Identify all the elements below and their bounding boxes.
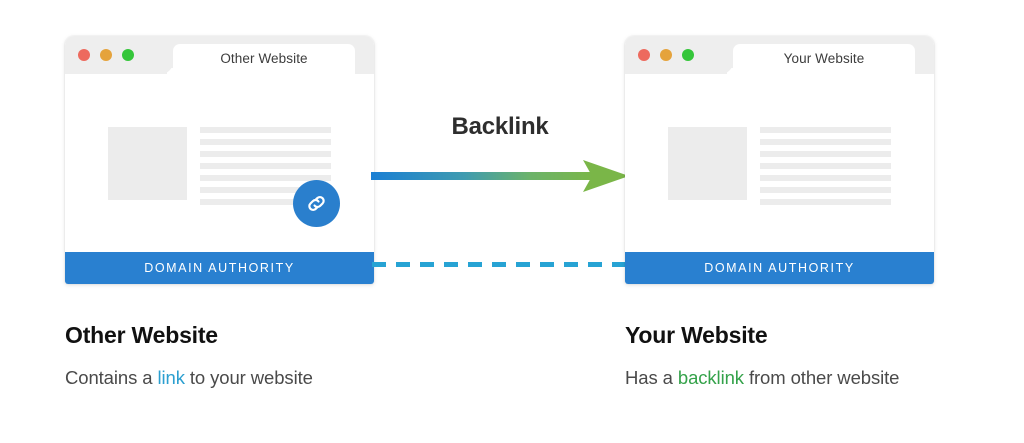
caption-text-after: from other website xyxy=(743,367,900,388)
dashed-line-icon xyxy=(372,262,628,267)
text-placeholder-lines xyxy=(200,127,331,205)
caption-your-website: Your Website Has a backlink from other w… xyxy=(625,322,899,389)
text-line xyxy=(760,187,891,193)
caption-title: Other Website xyxy=(65,322,218,348)
text-line xyxy=(200,127,331,133)
page-content-left xyxy=(65,74,374,252)
caption-title: Your Website xyxy=(625,322,768,348)
tab-curve-right-icon xyxy=(355,61,368,74)
maximize-dot-icon[interactable] xyxy=(682,49,694,61)
backlink-arrow xyxy=(371,158,629,194)
browser-chrome-left: Other Website xyxy=(65,36,374,74)
chain-link-icon xyxy=(308,196,325,211)
tab-curve-left-icon xyxy=(160,61,173,74)
text-line xyxy=(200,199,331,205)
traffic-lights-right xyxy=(638,49,694,61)
link-highlight[interactable]: link xyxy=(157,367,185,388)
page-content-right xyxy=(625,74,934,252)
browser-tab-label: Other Website xyxy=(220,51,308,66)
text-line xyxy=(200,175,331,181)
tab-curve-left-icon xyxy=(720,61,733,74)
caption-text-before: Contains a xyxy=(65,367,158,388)
dashed-divider xyxy=(372,262,628,267)
close-dot-icon[interactable] xyxy=(78,49,90,61)
text-line xyxy=(760,151,891,157)
chain-link-badge[interactable] xyxy=(293,180,340,227)
text-line xyxy=(760,175,891,181)
close-dot-icon[interactable] xyxy=(638,49,650,61)
domain-authority-label: DOMAIN AUTHORITY xyxy=(144,261,295,275)
browser-window-your-website: Your Website DOMAIN AUTHORITY xyxy=(625,36,934,284)
tab-curve-right-icon xyxy=(915,61,928,74)
browser-tab-your-website[interactable]: Your Website xyxy=(720,44,928,74)
text-line xyxy=(760,127,891,133)
image-placeholder xyxy=(668,127,747,200)
browser-chrome-right: Your Website xyxy=(625,36,934,74)
browser-tab-label: Your Website xyxy=(783,51,865,66)
backlink-highlight[interactable]: backlink xyxy=(677,367,744,388)
caption-other-website: Other Website Contains a link to your we… xyxy=(65,322,313,389)
browser-window-other-website: Other Website xyxy=(65,36,374,284)
image-placeholder xyxy=(108,127,187,200)
backlink-label: Backlink xyxy=(451,113,549,140)
caption-text-after: to your website xyxy=(184,367,313,388)
text-line xyxy=(200,151,331,157)
caption-text: Has a backlink from other website xyxy=(625,367,899,389)
domain-authority-bar-right: DOMAIN AUTHORITY xyxy=(625,252,934,284)
caption-text: Contains a link to your website xyxy=(65,367,313,389)
text-line xyxy=(760,199,891,205)
minimize-dot-icon[interactable] xyxy=(660,49,672,61)
browser-tab-other-website[interactable]: Other Website xyxy=(160,44,368,74)
text-placeholder-lines xyxy=(760,127,891,205)
minimize-dot-icon[interactable] xyxy=(100,49,112,61)
text-line xyxy=(760,139,891,145)
caption-text-before: Has a xyxy=(625,367,678,388)
text-line xyxy=(200,139,331,145)
domain-authority-bar-left: DOMAIN AUTHORITY xyxy=(65,252,374,284)
traffic-lights-left xyxy=(78,49,134,61)
right-arrow-icon xyxy=(371,160,629,192)
text-line xyxy=(760,163,891,169)
text-line xyxy=(200,163,331,169)
text-line xyxy=(200,187,331,193)
maximize-dot-icon[interactable] xyxy=(122,49,134,61)
domain-authority-label: DOMAIN AUTHORITY xyxy=(704,261,855,275)
